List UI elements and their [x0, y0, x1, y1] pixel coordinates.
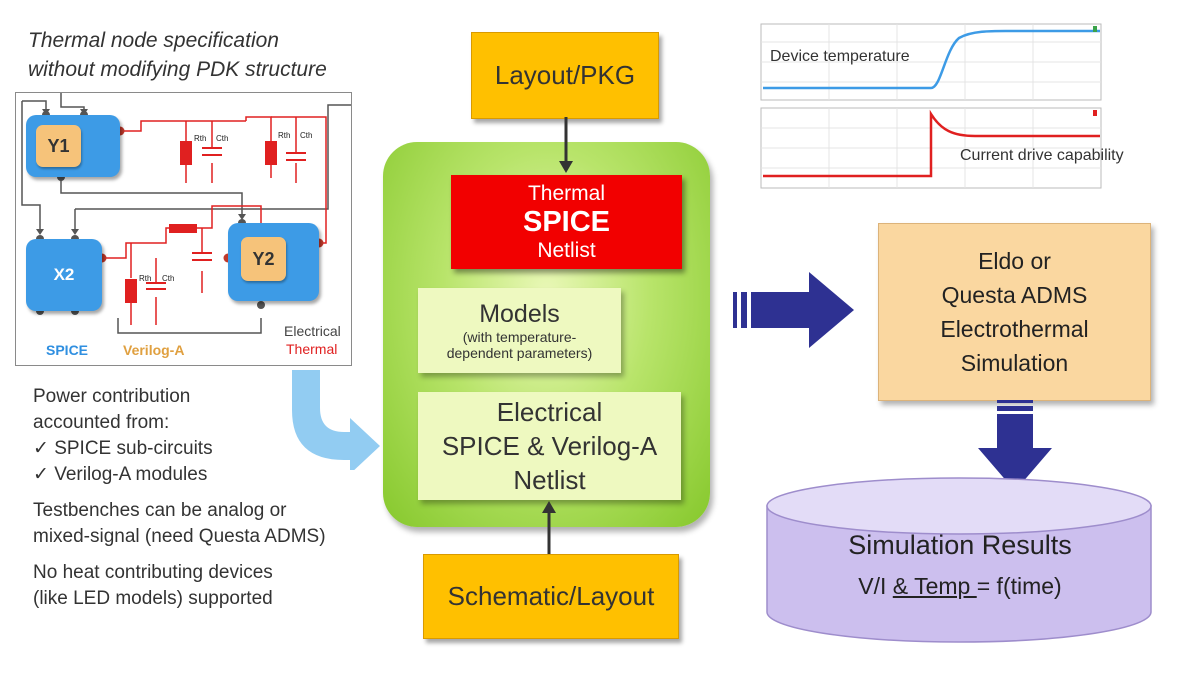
electrical-line-3: Netlist: [513, 465, 586, 495]
eldo-line-4: Simulation: [960, 350, 1069, 376]
title-line-1: Thermal node specification: [28, 29, 279, 52]
feature-notes: Power contribution accounted from: ✓ SPI…: [33, 384, 326, 612]
note-testbench-1: Testbenches can be analog or: [33, 500, 287, 521]
eldo-line-1: Eldo or: [978, 248, 1051, 274]
thermal-node-title: Thermal node specification without modif…: [28, 26, 327, 84]
results-cylinder-graphic: [766, 477, 1152, 643]
note-testbench-2: mixed-signal (need Questa ADMS): [33, 526, 326, 547]
check-item-veriloga: ✓ Verilog-A modules: [33, 462, 326, 488]
thermal-circuit-diagram: Y1 X2 Y2 Rth Cth Rth Cth Rth Cth SPICE V…: [15, 92, 352, 366]
plot-label-current: Current drive capability: [960, 147, 1124, 164]
check-icon: ✓: [33, 438, 55, 459]
models-subtitle-2: dependent parameters): [446, 345, 593, 361]
transient-plot: Device temperature Current drive capabil…: [745, 20, 1124, 195]
down-arrow-icon: [559, 117, 573, 173]
note-heat-2: (like LED models) supported: [33, 588, 273, 609]
models-subtitle-1: (with temperature-: [462, 329, 577, 345]
y2-block: Y2: [228, 223, 319, 301]
thermal-label: Thermal: [527, 181, 606, 205]
layout-pkg-box: Layout/PKG: [471, 32, 659, 119]
cth-label: Cth: [162, 274, 175, 283]
formula-time: = f(time): [976, 573, 1062, 599]
x2-label: X2: [53, 265, 75, 284]
cth-label: Cth: [300, 131, 313, 140]
x2-block: X2: [26, 239, 102, 311]
eldo-line-2: Questa ADMS: [941, 282, 1088, 308]
thermal-netlist-box: Thermal SPICE Netlist: [451, 175, 682, 269]
layout-pkg-label: Layout/PKG: [494, 60, 636, 90]
rth-label: Rth: [139, 274, 152, 283]
legend-thermal: Thermal: [286, 341, 338, 357]
rth-label: Rth: [194, 134, 207, 143]
legend-veriloga: Verilog-A: [123, 342, 185, 358]
note-power-1: Power contribution: [33, 386, 191, 407]
y2-label: Y2: [241, 237, 286, 281]
netlist-label: Netlist: [537, 238, 596, 262]
eldo-line-3: Electrothermal: [940, 316, 1089, 342]
check-item-spice: ✓ SPICE sub-circuits: [33, 436, 326, 462]
simulation-results: Simulation Results V/I & Temp = f(time): [765, 530, 1155, 600]
up-arrow-icon: [542, 501, 556, 554]
note-power-2: accounted from:: [33, 412, 170, 433]
down-arrow-large-icon: [978, 400, 1052, 491]
check-icon: ✓: [33, 464, 55, 485]
electrical-line-2: SPICE & Verilog-A: [441, 431, 658, 461]
spice-label: SPICE: [522, 205, 611, 238]
schematic-layout-label: Schematic/Layout: [447, 581, 655, 611]
electrical-line-1: Electrical: [496, 397, 603, 427]
electrical-netlist-box: Electrical SPICE & Verilog-A Netlist: [418, 392, 681, 500]
plot-graphic: [760, 23, 1102, 189]
formula-temp: & Temp: [892, 573, 977, 599]
formula-vi: V/I: [858, 573, 893, 599]
results-formula: V/I & Temp = f(time): [858, 573, 1061, 600]
y1-label: Y1: [36, 125, 81, 167]
models-title: Models: [479, 300, 560, 328]
title-line-2: without modifying PDK structure: [28, 58, 327, 81]
results-title: Simulation Results: [848, 530, 1072, 560]
right-arrow-icon: [733, 272, 854, 348]
legend-spice: SPICE: [46, 342, 89, 358]
legend-electrical: Electrical: [284, 323, 341, 339]
circuit-wires: [21, 93, 351, 334]
note-heat-1: No heat contributing devices: [33, 562, 273, 583]
eldo-questa-box: Eldo or Questa ADMS Electrothermal Simul…: [878, 223, 1151, 401]
curved-arrow-icon: [292, 370, 380, 470]
check-text: SPICE sub-circuits: [54, 438, 213, 459]
cth-label: Cth: [216, 134, 229, 143]
y1-block: Y1: [26, 115, 120, 177]
models-box: Models (with temperature- dependent para…: [418, 288, 621, 373]
check-text: Verilog-A modules: [54, 464, 208, 485]
rth-label: Rth: [278, 131, 291, 140]
schematic-layout-box: Schematic/Layout: [423, 554, 679, 639]
plot-label-temperature: Device temperature: [770, 48, 910, 65]
